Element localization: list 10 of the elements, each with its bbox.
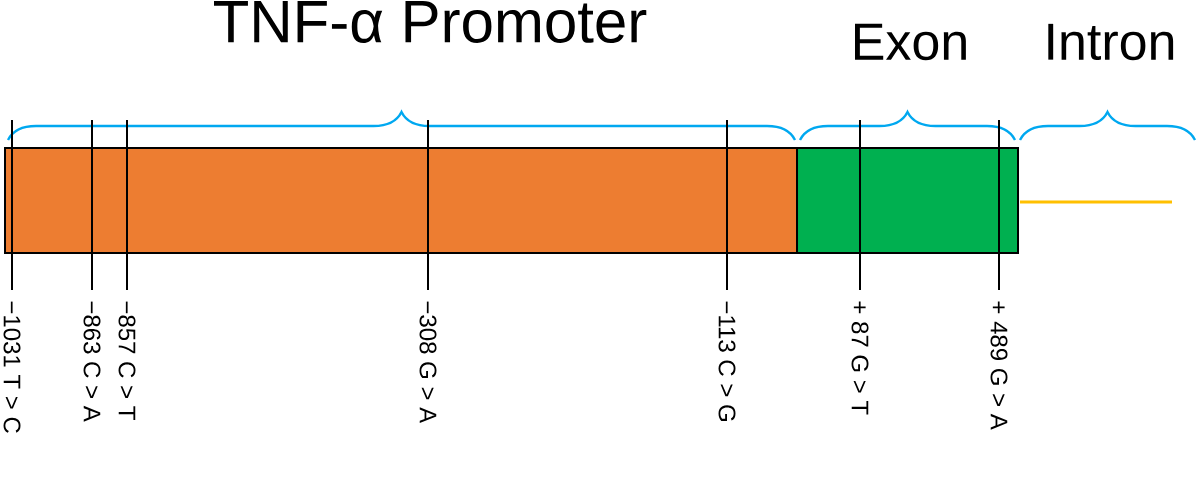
region-heading: Intron bbox=[1048, 23, 1174, 61]
snp-label: −863 C > A bbox=[83, 301, 101, 422]
snp-label: + 87 G > T bbox=[851, 301, 869, 415]
region-heading: Exon bbox=[855, 23, 966, 61]
region-heading: TNF-α Promoter bbox=[214, 1, 647, 43]
snp-label: −113 C > G bbox=[718, 301, 736, 421]
snp-label: −1031 T > C bbox=[3, 301, 21, 433]
snp-label: −308 G > A bbox=[419, 301, 437, 424]
snp-label: −857 C > T bbox=[118, 301, 136, 420]
snp-label: + 489 G > A bbox=[990, 301, 1008, 430]
